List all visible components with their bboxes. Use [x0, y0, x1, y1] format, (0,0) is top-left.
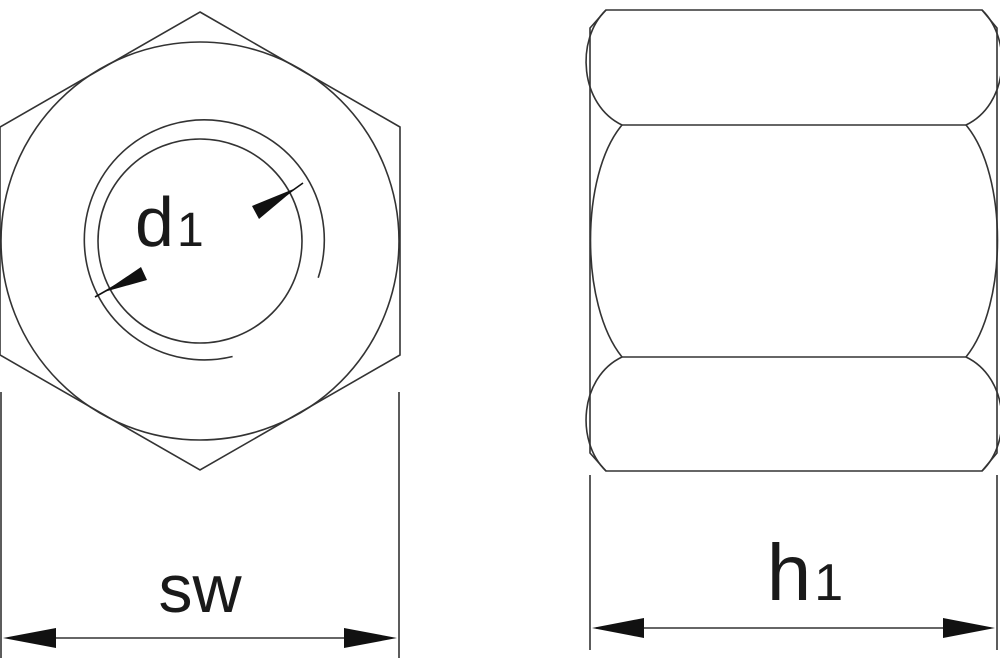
- bottom-band-left-cap: [585, 356, 623, 472]
- h1-arrow-right: [943, 618, 995, 638]
- diameter-arrow-lower: [104, 267, 147, 292]
- bottom-band-right-cap: [965, 356, 1000, 472]
- sw-arrow-left: [3, 628, 56, 648]
- diameter-arrow-upper: [252, 188, 296, 219]
- bore-circle: [97, 138, 303, 344]
- front-view: [0, 11, 401, 471]
- diameter-label: d1: [135, 183, 204, 261]
- width-across-flats-dimension: [0, 392, 400, 658]
- side-outline: [589, 9, 998, 472]
- hex-outline: [0, 11, 401, 471]
- middle-face-right-arc: [965, 124, 999, 358]
- side-view: [585, 9, 1000, 472]
- top-band-left-cap: [585, 9, 623, 126]
- diameter-dimension: [94, 182, 304, 298]
- height-label: h1: [767, 528, 843, 617]
- height-dimension: [589, 475, 998, 650]
- chamfer-circle: [0, 41, 400, 441]
- sw-label: sw: [158, 551, 242, 627]
- top-band-right-cap: [965, 9, 1000, 126]
- middle-face-left-arc: [589, 124, 623, 358]
- thread-outer-arc: [83, 119, 326, 361]
- h1-arrow-left: [592, 618, 644, 638]
- sw-arrow-right: [344, 628, 397, 648]
